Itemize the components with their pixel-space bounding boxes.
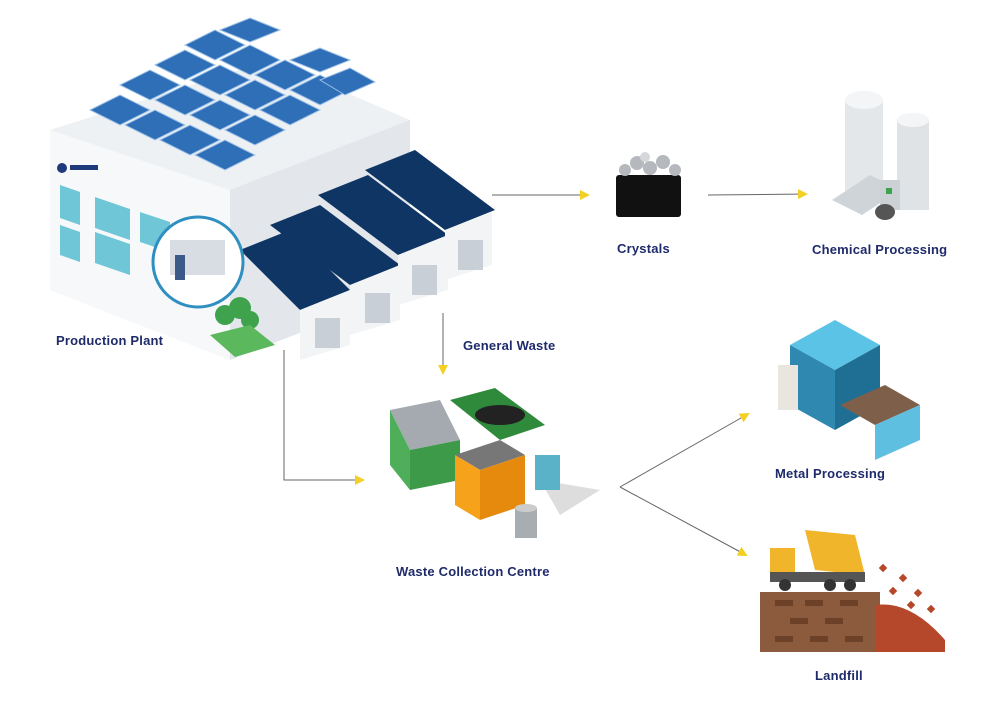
label-production-plant: Production Plant xyxy=(56,333,164,348)
label-metal-processing: Metal Processing xyxy=(775,466,886,481)
company-logo-icon xyxy=(57,163,67,173)
arrow-plant-to-collection-side xyxy=(283,350,365,485)
label-waste-collection-centre: Waste Collection Centre xyxy=(396,564,550,579)
arrow-collection-to-landfill xyxy=(619,486,748,556)
crystals-illustration xyxy=(616,152,681,217)
waste-bins-illustration xyxy=(390,388,600,538)
label-landfill: Landfill xyxy=(815,668,863,683)
label-chemical-processing: Chemical Processing xyxy=(812,242,948,257)
arrow-collection-to-metal xyxy=(619,413,750,488)
chemical-plant-illustration xyxy=(832,91,929,220)
metal-processing-illustration xyxy=(778,320,920,460)
production-plant-illustration xyxy=(50,17,495,360)
label-crystals: Crystals xyxy=(617,241,670,256)
label-general-waste: General Waste xyxy=(463,338,556,353)
arrow-crystals-to-chemical xyxy=(707,189,808,200)
landfill-illustration xyxy=(760,530,945,652)
